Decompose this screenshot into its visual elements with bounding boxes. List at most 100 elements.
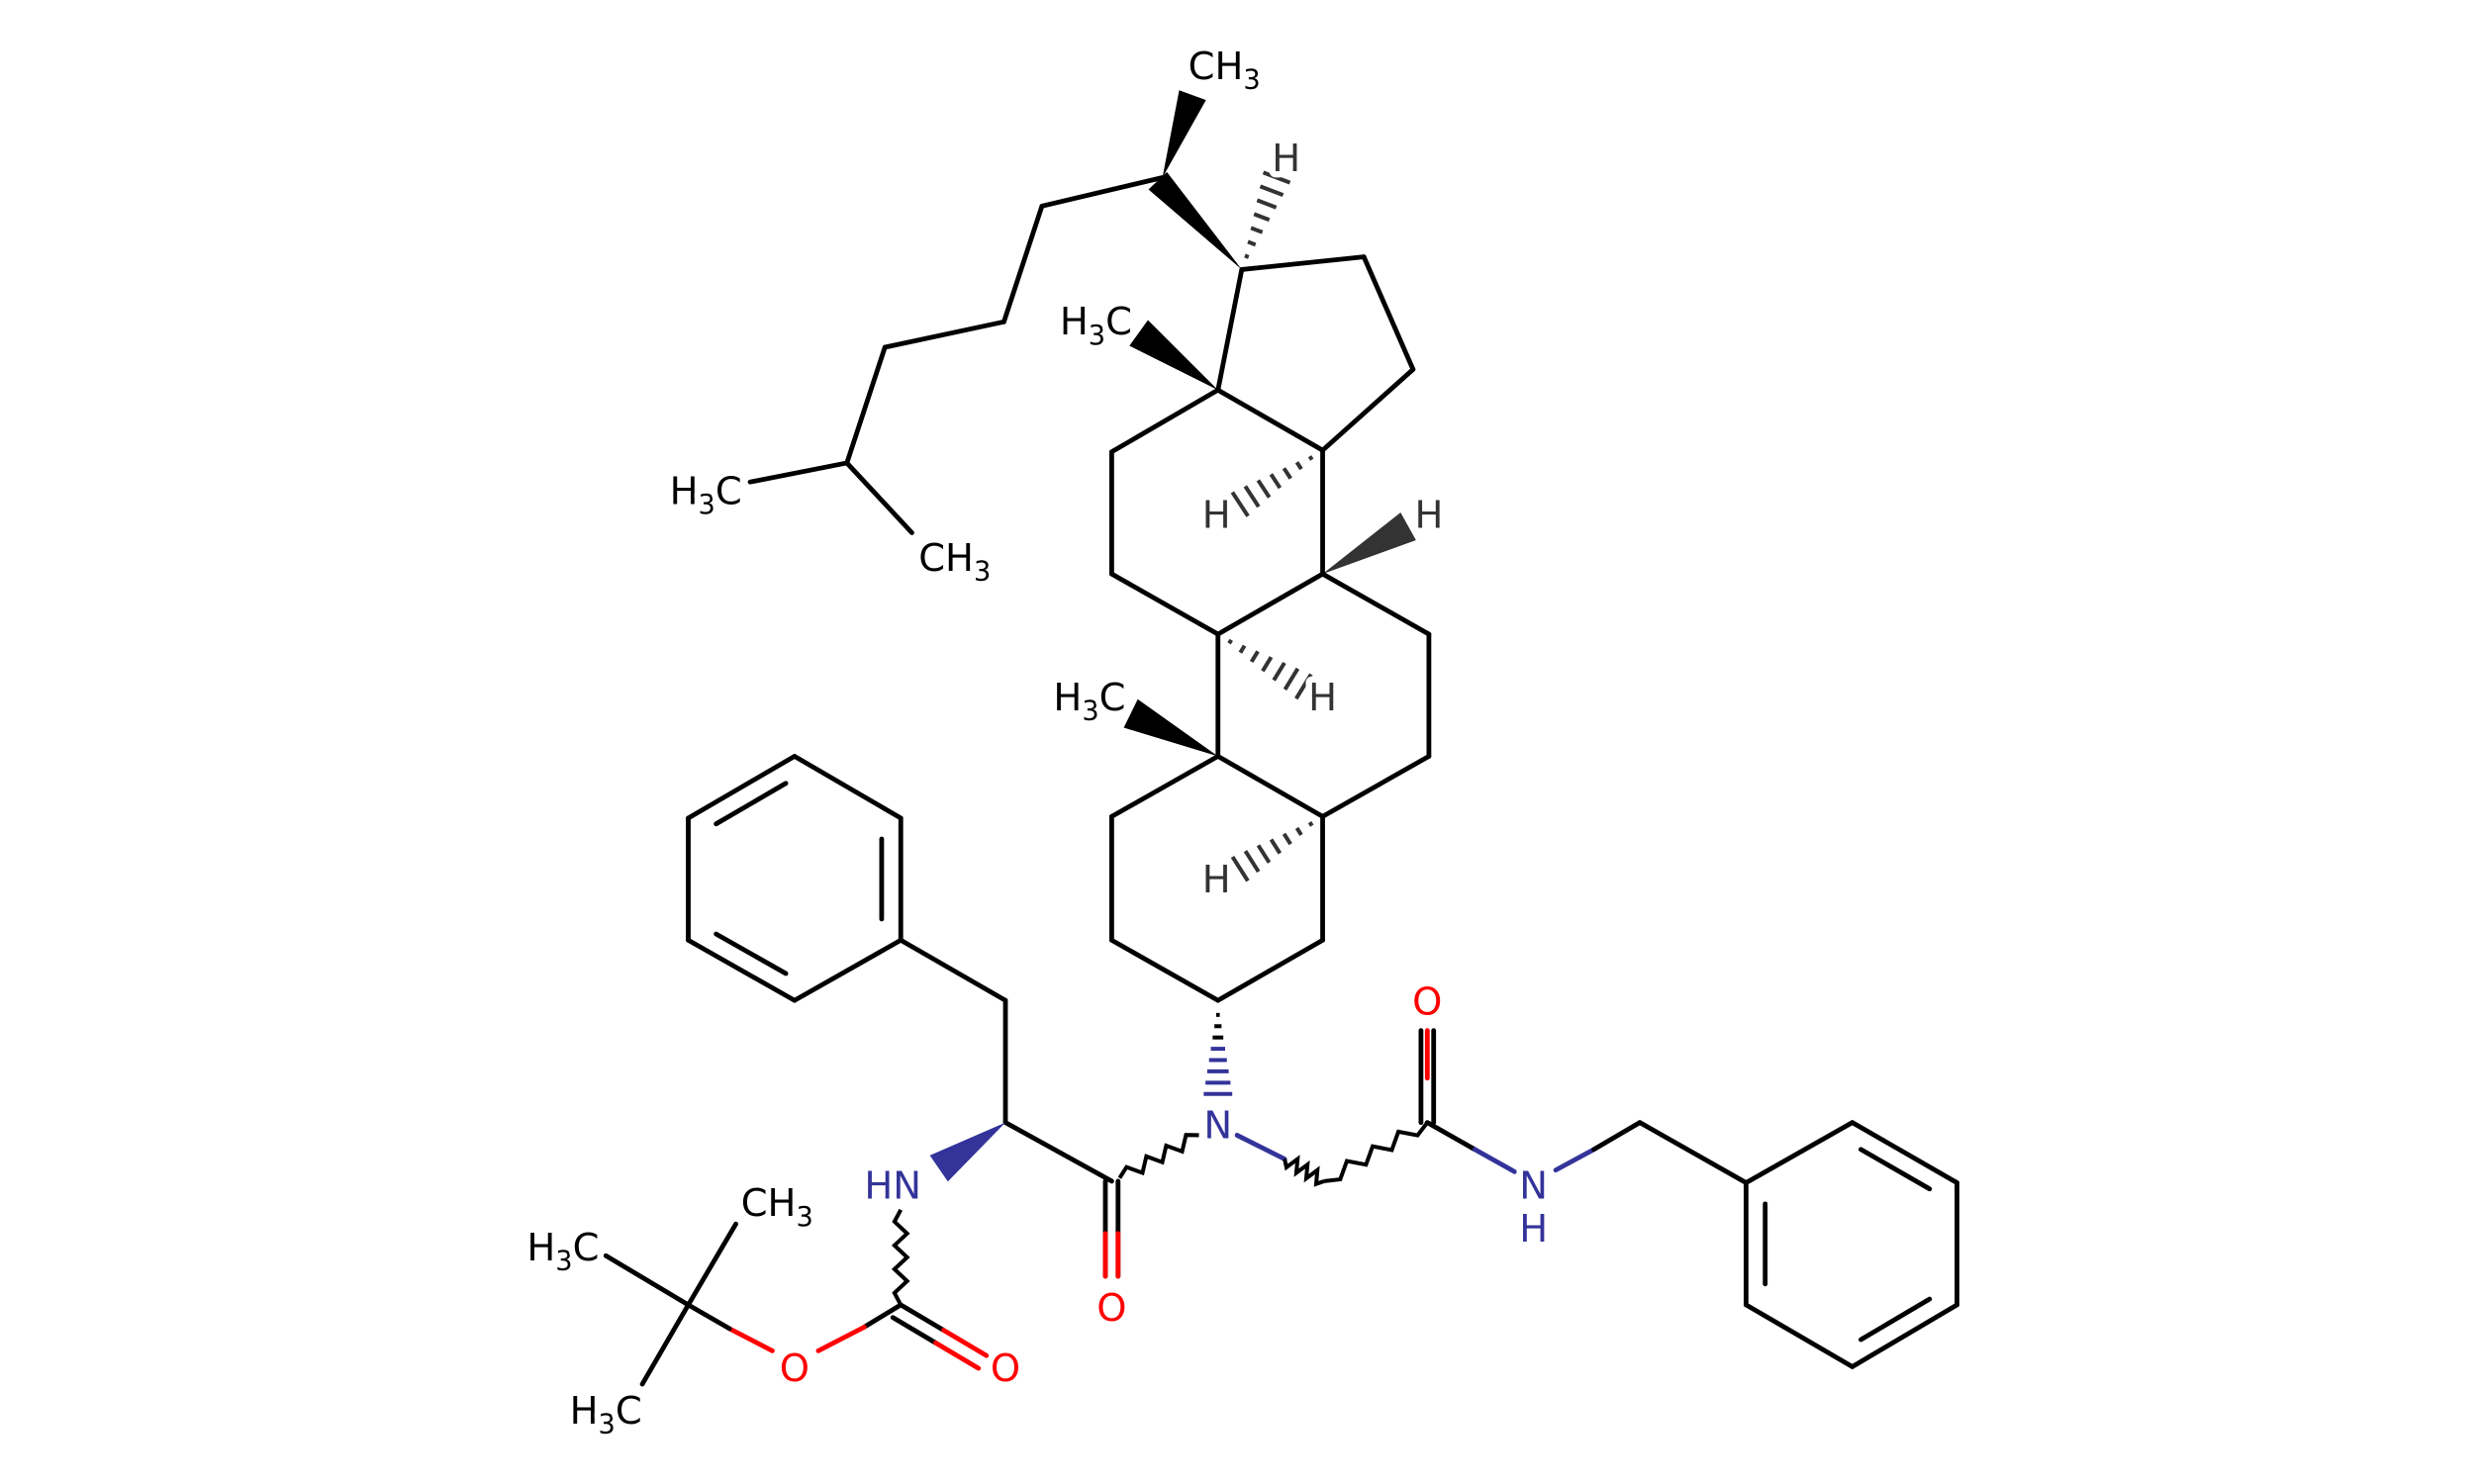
single-bond bbox=[1039, 175, 1166, 209]
label-main: N bbox=[1203, 1104, 1232, 1149]
label-main: O bbox=[780, 1346, 809, 1391]
label-main: HN bbox=[864, 1164, 921, 1209]
bonds bbox=[603, 90, 1959, 1387]
single-bond bbox=[1744, 1120, 1856, 1185]
single-bond bbox=[941, 1328, 990, 1358]
hash-bond bbox=[1244, 253, 1250, 259]
single-bond bbox=[898, 1302, 946, 1333]
single-bond bbox=[1591, 1120, 1643, 1153]
label-subscript: 3 bbox=[1089, 321, 1105, 351]
label-subscript: 3 bbox=[555, 1247, 572, 1277]
label-main: O bbox=[991, 1346, 1020, 1391]
single-bond bbox=[1215, 387, 1325, 453]
hash-bond bbox=[1269, 473, 1283, 490]
single-bond bbox=[1215, 754, 1325, 819]
single-bond bbox=[844, 460, 914, 535]
wavy-bond bbox=[1283, 1155, 1325, 1187]
hash-bond bbox=[1294, 826, 1303, 836]
wedge-bond bbox=[1129, 320, 1218, 391]
label-main: H bbox=[1519, 1207, 1548, 1252]
label-main: H bbox=[570, 1389, 599, 1434]
single-bond bbox=[1858, 1296, 1933, 1343]
single-bond bbox=[890, 1315, 938, 1345]
hash-bond bbox=[1282, 832, 1292, 846]
wedge-bond bbox=[929, 1122, 1006, 1182]
single-bond bbox=[1850, 1120, 1959, 1185]
atom-label-h3c-tbu-1: H3C bbox=[526, 1226, 599, 1277]
single-bond bbox=[1108, 387, 1221, 455]
label-main: CH bbox=[918, 536, 974, 581]
hash-bond bbox=[1247, 239, 1257, 247]
hash-bond bbox=[1294, 673, 1313, 700]
label-main: CH bbox=[741, 1181, 797, 1226]
hash-bond bbox=[1243, 485, 1261, 509]
hash-bond bbox=[1238, 644, 1247, 654]
single-bond bbox=[1108, 571, 1221, 637]
atom-label-h-c17: H bbox=[1272, 137, 1300, 181]
label-subscript: 3 bbox=[699, 490, 715, 520]
hash-bond bbox=[1283, 667, 1300, 691]
hash-bond bbox=[1294, 461, 1303, 471]
atom-label-ch3-tbu: CH3 bbox=[741, 1181, 813, 1233]
single-bond bbox=[1001, 203, 1045, 325]
atom-label-h3c-c10: H3C bbox=[1053, 676, 1125, 727]
single-bond bbox=[686, 1221, 738, 1308]
single-bond bbox=[686, 1302, 732, 1332]
hash-bond bbox=[1307, 455, 1314, 461]
single-bond bbox=[1424, 1120, 1477, 1153]
atom-label-hn-boc: HN bbox=[864, 1164, 921, 1209]
label-subscript: 3 bbox=[974, 557, 991, 588]
hash-bond bbox=[1282, 467, 1292, 480]
atom-label-ch3-iso: CH3 bbox=[918, 536, 991, 588]
atom-label-h-c9: H bbox=[1308, 676, 1337, 720]
label-subscript: 3 bbox=[1243, 65, 1260, 96]
single-bond bbox=[1239, 254, 1367, 272]
label-main: H bbox=[1053, 676, 1082, 720]
hash-bond bbox=[1259, 184, 1285, 198]
hash-bond bbox=[1256, 479, 1272, 499]
label-main: H bbox=[1272, 137, 1300, 181]
single-bond bbox=[1850, 1302, 1959, 1369]
label-post: C bbox=[573, 1226, 600, 1270]
atom-label-h-c8: H bbox=[1414, 494, 1443, 538]
atom-label-h-c14: H bbox=[1202, 494, 1231, 538]
single-bond bbox=[1320, 571, 1432, 637]
hash-bond bbox=[1250, 226, 1264, 234]
label-main: O bbox=[1412, 980, 1442, 1025]
label-main: CH bbox=[1189, 45, 1244, 89]
wedge-bond bbox=[1148, 171, 1242, 270]
wavy-bond bbox=[891, 1208, 910, 1306]
atom-label-ch3-top: CH3 bbox=[1189, 45, 1261, 96]
single-bond bbox=[933, 1340, 982, 1371]
single-bond bbox=[1234, 1133, 1287, 1161]
single-bond bbox=[792, 754, 904, 821]
atom-label-h-c5: H bbox=[1202, 858, 1231, 902]
single-bond bbox=[844, 344, 888, 466]
hash-bond bbox=[1230, 855, 1250, 882]
atom-label-o-phe: O bbox=[1096, 1286, 1126, 1331]
single-bond bbox=[898, 937, 1008, 1003]
atom-label-h3c-iso: H3C bbox=[670, 470, 742, 521]
hash-bond bbox=[1269, 838, 1283, 855]
single-bond bbox=[815, 1324, 867, 1353]
wedge-bond bbox=[1123, 698, 1218, 757]
single-bond bbox=[714, 781, 789, 827]
single-bond bbox=[726, 1326, 775, 1353]
single-bond bbox=[792, 937, 904, 1003]
label-main: O bbox=[1096, 1286, 1126, 1331]
atom-label-n-tertiary: N bbox=[1203, 1104, 1232, 1149]
single-bond bbox=[861, 1302, 904, 1330]
label-post: C bbox=[616, 1389, 642, 1434]
single-bond bbox=[1002, 1120, 1114, 1184]
label-subscript: 3 bbox=[796, 1202, 812, 1233]
wavy-bond bbox=[1117, 1133, 1199, 1179]
label-main: N bbox=[1519, 1164, 1548, 1209]
label-post: C bbox=[715, 470, 742, 514]
label-main: H bbox=[1060, 300, 1089, 344]
hash-bond bbox=[1249, 650, 1260, 664]
single-bond bbox=[639, 1302, 691, 1387]
single-bond bbox=[1320, 366, 1416, 453]
single-bond bbox=[603, 1252, 691, 1308]
